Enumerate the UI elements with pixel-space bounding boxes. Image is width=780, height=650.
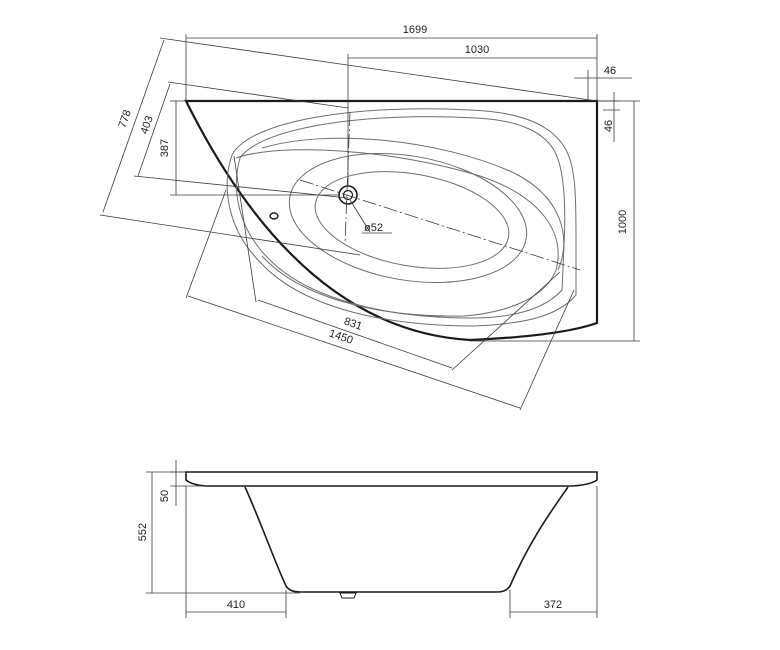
dim-552-label: 552	[137, 523, 149, 541]
tub-width-axis	[344, 111, 351, 245]
dim-46-v-label: 46	[603, 120, 615, 132]
dim-1000: 1000	[470, 100, 640, 342]
dim-1030-label: 1030	[465, 44, 489, 56]
basin-inner-ring	[314, 171, 510, 269]
tub-body-side	[244, 486, 569, 593]
dim-1699: 1699	[185, 24, 598, 101]
dim-372: 372	[509, 486, 598, 618]
tub-outer-outline	[184, 99, 599, 342]
basin-outer-ring	[288, 152, 528, 284]
dim-372-label: 372	[544, 599, 562, 611]
dim-552: 552	[137, 471, 300, 594]
side-view: 50 552 410 372	[137, 460, 598, 618]
drain-stub-side	[339, 592, 357, 599]
dim-1450-label: 1450	[327, 328, 354, 347]
dim-387-label: 387	[159, 139, 171, 157]
dim-403-label: 403	[139, 114, 156, 135]
dim-46-vertical: 46	[597, 92, 620, 142]
tub-basin-shoulder-2	[261, 137, 565, 271]
tub-inner-rim	[226, 108, 577, 327]
dim-831-label: 831	[342, 316, 363, 333]
dim-403: 403	[133, 81, 349, 199]
tub-centre-axis	[299, 179, 581, 271]
dim-50: 50	[159, 460, 206, 506]
dim-410-label: 410	[227, 599, 245, 611]
dim-387: 387	[159, 100, 340, 196]
dim-drain-diameter: ø52	[349, 199, 392, 234]
tub-inner-rim-2	[235, 116, 566, 319]
dim-778-label: 778	[117, 108, 134, 129]
dim-1699-label: 1699	[403, 24, 427, 36]
dim-1030: 1030	[347, 44, 597, 186]
dim-46-h-label: 46	[604, 65, 616, 77]
dim-1000-label: 1000	[617, 210, 629, 234]
overflow-icon	[269, 212, 279, 220]
top-view: 1699 1030 46 46 1000	[99, 24, 640, 411]
dim-410: 410	[185, 486, 287, 618]
dim-831: 831	[233, 155, 561, 371]
dim-46-horizontal: 46	[574, 65, 632, 101]
dim-drain-diameter-label: ø52	[364, 222, 383, 234]
tub-rim-side	[185, 471, 598, 487]
dim-50-label: 50	[159, 490, 171, 502]
tub-basin-shoulder	[235, 149, 559, 317]
drain-icon	[338, 185, 358, 205]
dim-778: 778	[99, 37, 598, 256]
